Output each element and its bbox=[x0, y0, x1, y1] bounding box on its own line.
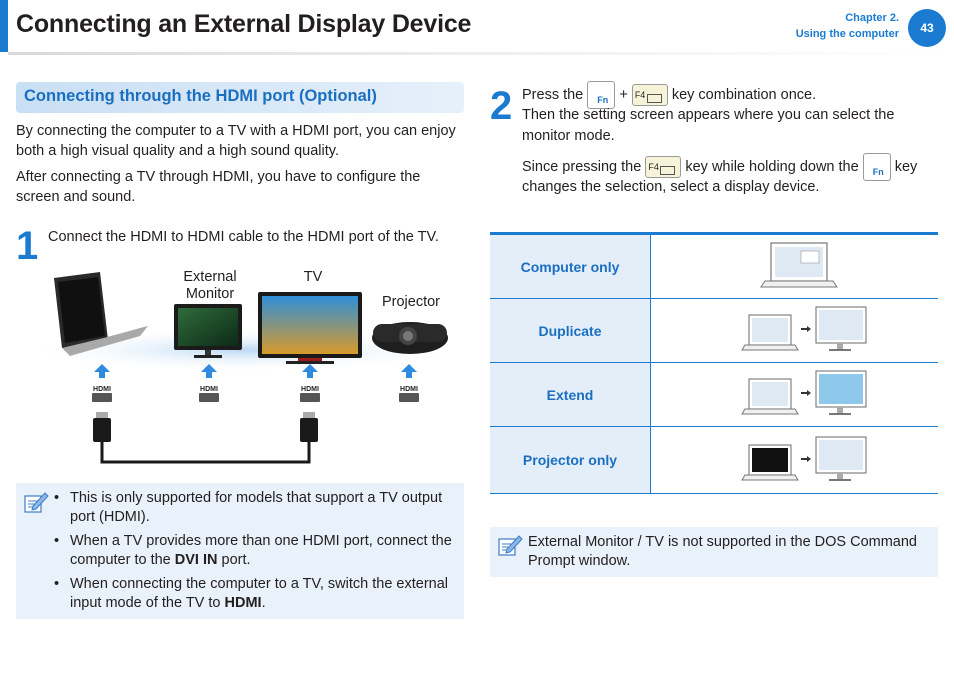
section-title: Connecting through the HDMI port (Option… bbox=[24, 87, 377, 105]
f4-key-icon: F4 bbox=[631, 84, 668, 106]
display-mode-table: Computer only Duplicate bbox=[490, 232, 938, 494]
f4-key-icon: F4 bbox=[645, 156, 682, 178]
mode-label: Duplicate bbox=[490, 299, 651, 362]
single-laptop-icon bbox=[760, 242, 838, 288]
projector-label: Projector bbox=[381, 294, 441, 310]
laptop-image bbox=[54, 272, 148, 356]
note-pencil-icon bbox=[24, 492, 49, 513]
note-pencil-icon bbox=[498, 535, 523, 556]
extend-display-icon bbox=[741, 370, 867, 415]
mode-label: Computer only bbox=[490, 235, 651, 298]
step-2-number: 2 bbox=[490, 84, 513, 128]
projector-only-display-icon bbox=[741, 436, 867, 481]
duplicate-display-icon bbox=[741, 306, 867, 351]
mode-row-projector-only: Projector only bbox=[490, 427, 938, 494]
mode-illustration bbox=[651, 299, 938, 362]
note-box-hdmi bbox=[16, 483, 464, 619]
mode-label: Extend bbox=[490, 363, 651, 426]
header-divider bbox=[8, 52, 954, 55]
mode-row-extend: Extend bbox=[490, 363, 938, 427]
mode-label: Projector only bbox=[490, 427, 651, 493]
fn-key-icon: Fn bbox=[587, 81, 616, 109]
step-2-line-2: Then the setting screen appears where yo… bbox=[522, 107, 895, 123]
header-accent-bar bbox=[0, 0, 8, 52]
hdmi-connection-illustration: HDMI HDMI HDMI HDMI bbox=[22, 272, 462, 464]
step-1-text: Connect the HDMI to HDMI cable to the HD… bbox=[48, 229, 439, 245]
hdmi-port-label-tv: HDMI bbox=[301, 386, 319, 393]
step-2-since-line-1: Since pressing the F4 key while holding … bbox=[522, 153, 917, 181]
chapter-label: Chapter 2. bbox=[845, 12, 899, 24]
tv-label: TV bbox=[303, 269, 323, 285]
fn-key-icon: Fn bbox=[862, 153, 891, 181]
mode-row-duplicate: Duplicate bbox=[490, 299, 938, 363]
hdmi-cable-image bbox=[93, 412, 318, 464]
step-2-since-line-2: changes the selection, select a display … bbox=[522, 179, 820, 195]
mode-illustration bbox=[651, 427, 938, 493]
mode-row-computer-only: Computer only bbox=[490, 235, 938, 299]
note-item-3: • When connecting the computer to a TV, … bbox=[54, 576, 449, 611]
step-2-line-3: monitor mode. bbox=[522, 128, 615, 144]
external-monitor-label: External Monitor bbox=[183, 269, 237, 302]
mode-illustration bbox=[651, 363, 938, 426]
external-monitor-image bbox=[174, 304, 242, 358]
projector-image bbox=[372, 322, 448, 354]
step-2-line-1: Press the Fn + F4 key combination once. bbox=[522, 81, 816, 109]
mode-illustration bbox=[651, 235, 938, 298]
section-title-bar bbox=[16, 82, 464, 113]
page-title: Connecting an External Display Device bbox=[16, 10, 472, 38]
tv-image bbox=[258, 292, 362, 364]
note-box-dos bbox=[490, 527, 938, 577]
note-item-2: • When a TV provides more than one HDMI … bbox=[54, 533, 452, 568]
dos-note-text: External Monitor / TV is not supported i… bbox=[528, 534, 917, 569]
note-item-1: • This is only supported for models that… bbox=[54, 490, 443, 525]
hdmi-port-label-projector: HDMI bbox=[400, 386, 418, 393]
intro-paragraph-2: After connecting a TV through HDMI, you … bbox=[16, 169, 421, 205]
intro-paragraph-1: By connecting the computer to a TV with … bbox=[16, 123, 456, 159]
page-number-badge: 43 bbox=[908, 9, 946, 47]
hdmi-port-label-laptop: HDMI bbox=[93, 386, 111, 393]
chapter-title: Using the computer bbox=[795, 28, 899, 40]
step-1-number: 1 bbox=[16, 224, 39, 268]
hdmi-port-label-monitor: HDMI bbox=[200, 386, 218, 393]
